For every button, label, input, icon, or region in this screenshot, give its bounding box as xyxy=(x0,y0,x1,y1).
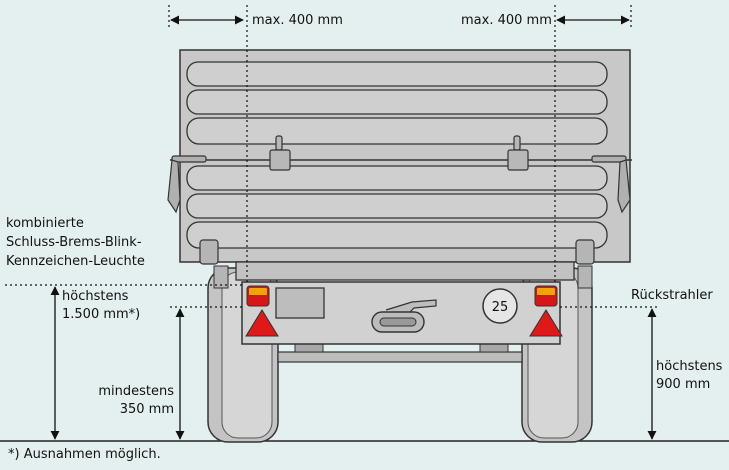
chassis xyxy=(213,261,593,289)
warning-triangle-right xyxy=(529,309,563,337)
label-combined-lamp-line1: kombinierte xyxy=(6,216,84,231)
label-max-height-left-line1: höchstens xyxy=(62,289,129,304)
latch-right xyxy=(591,155,631,214)
rear-lamp-left xyxy=(246,285,270,307)
warning-triangle-left xyxy=(245,309,279,337)
label-max-height-right-line2: 900 mm xyxy=(656,377,711,392)
speed-limit-sign xyxy=(482,288,518,324)
guide-lines xyxy=(168,5,632,285)
label-max-400-right: max. 400 mm xyxy=(461,13,552,28)
footnote: *) Ausnahmen möglich. xyxy=(8,447,161,462)
label-combined-lamp-line3: Kennzeichen-Leuchte xyxy=(6,254,145,269)
speed-limit-value: 25 xyxy=(492,300,509,315)
stake-pockets xyxy=(199,239,595,265)
trailer-coupling xyxy=(371,299,437,333)
label-max-400-left: max. 400 mm xyxy=(252,13,343,28)
label-max-height-right-line1: höchstens xyxy=(656,359,723,374)
label-max-height-left-line2: 1.500 mm*) xyxy=(62,307,141,322)
axle xyxy=(277,341,523,363)
latch-left xyxy=(167,155,207,214)
hinge-left xyxy=(269,135,291,171)
label-min-height-line2: 350 mm xyxy=(119,402,174,417)
label-reflector: Rückstrahler xyxy=(631,288,713,303)
license-plate xyxy=(275,287,325,319)
cargo-box xyxy=(170,49,632,263)
hinge-right xyxy=(507,135,529,171)
label-combined-lamp-line2: Schluss-Brems-Blink- xyxy=(6,235,142,250)
label-min-height-line1: mindestens xyxy=(98,384,174,399)
height-guide-lines xyxy=(5,284,660,308)
rear-lamp-right xyxy=(534,285,558,307)
